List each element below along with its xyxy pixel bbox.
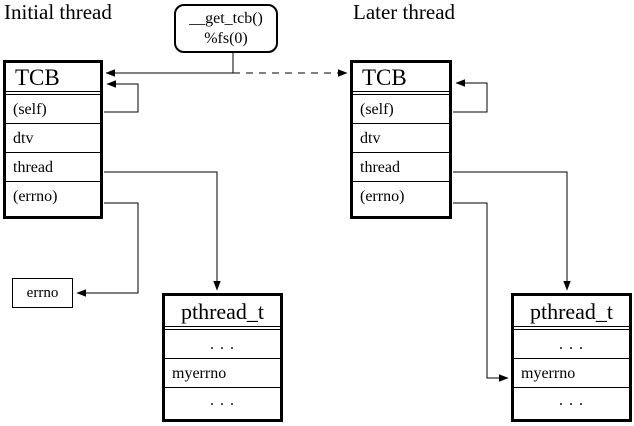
fs-register-label: %fs(0) <box>204 29 248 47</box>
pthread-later-row-ellipsis-bottom: . . . <box>559 392 584 409</box>
double-rule <box>6 92 100 95</box>
tcb-later-row-dtv: dtv <box>353 124 449 153</box>
pthread-later-header: pthread_t <box>514 296 629 327</box>
tcb-table-initial: TCB (self) dtv thread (errno) <box>3 60 103 219</box>
tcb-later-row-self: (self) <box>353 95 449 124</box>
pthread-later-row-ellipsis-top: . . . <box>514 330 629 359</box>
pthread-later-row-myerrno: myerrno <box>514 359 629 388</box>
errno-variable-box: errno <box>12 278 73 308</box>
pthread-table-later: pthread_t . . . myerrno . . . <box>511 293 632 422</box>
get-tcb-function-label: __get_tcb() <box>189 9 263 27</box>
tcb-initial-row-self: (self) <box>6 95 100 124</box>
tcb-initial-header: TCB <box>6 63 100 92</box>
pthread-initial-row-ellipsis-top: . . . <box>165 330 280 359</box>
tcb-later-row-errno: (errno) <box>360 188 405 205</box>
pthread-initial-row-myerrno: myerrno <box>165 359 280 388</box>
arrow-later-thread-to-pthread <box>453 171 571 291</box>
arrow-later-self-loop <box>453 79 488 113</box>
double-rule <box>353 92 449 95</box>
tcb-initial-row-errno: (errno) <box>13 188 58 205</box>
double-rule <box>514 327 629 330</box>
arrow-initial-self-loop <box>104 80 139 113</box>
pthread-initial-row-ellipsis-bottom: . . . <box>210 392 235 409</box>
tcb-table-later: TCB (self) dtv thread (errno) <box>350 60 452 219</box>
get-tcb-box: __get_tcb() %fs(0) <box>174 4 278 53</box>
tcb-initial-row-thread: thread <box>6 153 100 182</box>
pthread-table-initial: pthread_t . . . myerrno . . . <box>162 293 283 422</box>
tcb-later-row-thread: thread <box>353 153 449 182</box>
tcb-later-header: TCB <box>353 63 449 92</box>
double-rule <box>165 327 280 330</box>
pthread-initial-header: pthread_t <box>165 296 280 327</box>
arrow-later-errno-to-myerrno <box>453 202 509 382</box>
later-thread-title: Later thread <box>353 0 456 24</box>
tcb-initial-row-dtv: dtv <box>6 124 100 153</box>
initial-thread-title: Initial thread <box>4 0 112 24</box>
errno-label: errno <box>26 285 59 301</box>
arrow-initial-thread-to-pthread <box>104 171 221 291</box>
